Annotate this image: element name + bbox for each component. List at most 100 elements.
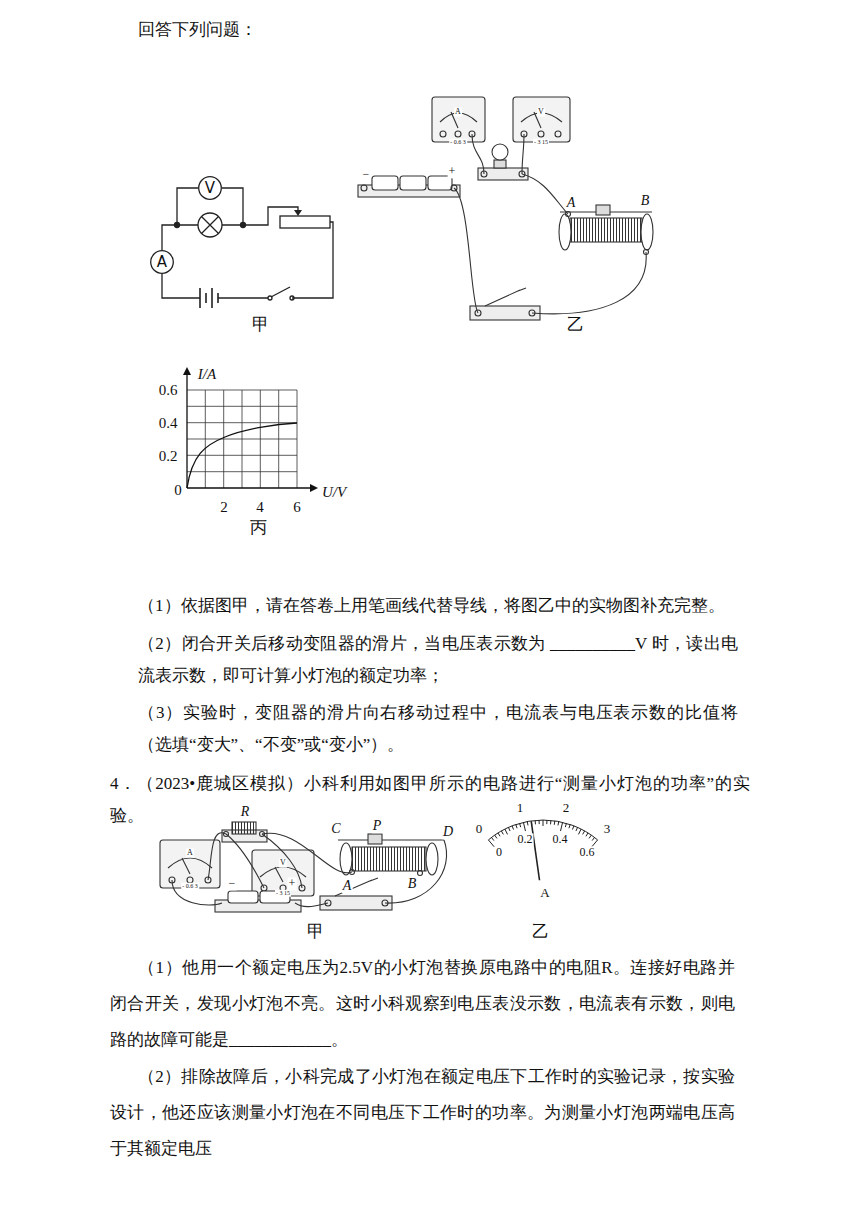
figure-label: - 3 15 xyxy=(533,139,549,146)
figure-label: 0 xyxy=(495,846,503,859)
apparatus-drawing xyxy=(385,840,447,903)
apparatus-drawing xyxy=(168,858,212,874)
scale-tick xyxy=(592,837,594,840)
scale-tick xyxy=(565,823,566,827)
scale-tick xyxy=(520,823,521,827)
circuit-diagram xyxy=(271,287,290,297)
figure-label: 0.2 xyxy=(517,833,534,846)
figure-label: - 0.6 3 xyxy=(449,139,467,146)
apparatus-drawing xyxy=(570,218,642,242)
figure-label: 4 xyxy=(255,499,265,516)
apparatus-drawing xyxy=(262,833,352,873)
scale-tick xyxy=(491,837,493,840)
scale-tick xyxy=(578,829,581,834)
apparatus-drawing xyxy=(160,822,447,912)
figure-label: 甲 xyxy=(306,923,325,942)
meter-pointer xyxy=(531,822,539,880)
apparatus-drawing xyxy=(361,185,367,191)
current-voltage-graph xyxy=(187,423,297,488)
figure-label: A xyxy=(454,108,462,117)
apparatus-drawing xyxy=(522,174,568,214)
circuit-diagram xyxy=(202,217,219,234)
scale-tick xyxy=(527,821,529,825)
apparatus-drawing xyxy=(440,131,446,137)
figure-label: + xyxy=(288,877,297,890)
apparatus-drawing xyxy=(472,134,484,174)
meter-outline xyxy=(151,251,174,274)
scale-tick xyxy=(572,826,573,830)
figure-label: 3 xyxy=(603,822,612,836)
scale-tick xyxy=(498,833,500,836)
scale-tick xyxy=(561,822,563,831)
current-voltage-graph xyxy=(183,367,191,375)
apparatus-drawing xyxy=(478,168,528,180)
figure-label: 2 xyxy=(562,801,571,815)
apparatus-drawing xyxy=(352,847,426,871)
scale-tick xyxy=(550,820,551,824)
scale-tick xyxy=(586,833,588,836)
apparatus-drawing xyxy=(492,144,508,160)
scale-tick xyxy=(583,831,585,834)
apparatus-drawing xyxy=(335,878,378,896)
scale-tick xyxy=(546,820,547,824)
question-text: 4．（2023•鹿城区模拟）小科利用如图甲所示的电路进行“测量小灯泡的功率”的实… xyxy=(110,768,750,832)
meter-scale xyxy=(488,820,597,880)
figure-label: B xyxy=(407,876,418,891)
figure-label: D xyxy=(442,824,454,839)
figure-label: 0 xyxy=(173,482,183,499)
circuit-diagram xyxy=(175,223,180,228)
scale-tick xyxy=(554,821,556,825)
figure-label: − xyxy=(362,168,371,181)
scale-tick xyxy=(539,820,540,824)
circuit-diagram xyxy=(241,223,246,228)
apparatus-drawing xyxy=(418,871,423,876)
scale-tick xyxy=(512,826,513,830)
apparatus-drawing xyxy=(538,131,544,137)
figure-label: 6 xyxy=(292,499,302,516)
meter-circle: A xyxy=(150,250,174,274)
scale-tick xyxy=(501,831,503,834)
apparatus-drawing xyxy=(494,160,506,168)
apparatus-drawing xyxy=(320,896,392,910)
figure-label: 0.2 xyxy=(158,448,179,465)
figure-label: - 0.6 3 xyxy=(181,883,199,890)
circuit-diagram xyxy=(290,296,294,300)
apparatus-drawing xyxy=(208,833,226,880)
apparatus-drawing xyxy=(160,840,220,888)
circuit-diagram xyxy=(280,216,330,228)
apparatus-drawing xyxy=(228,891,258,903)
apparatus-drawing xyxy=(338,839,444,840)
figure-label: 0.4 xyxy=(158,415,179,432)
question-text: （1）依据图甲，请在答卷上用笔画线代替导线，将图乙中的实物图补充完整。 xyxy=(138,590,738,622)
apparatus-drawing xyxy=(555,131,561,137)
current-voltage-graph xyxy=(310,484,318,492)
scale-tick xyxy=(543,820,544,826)
apparatus-drawing xyxy=(455,131,461,137)
apparatus-drawing xyxy=(454,188,478,313)
scale-tick xyxy=(505,829,508,834)
circuit-diagram xyxy=(292,222,333,298)
figure-label: 0.4 xyxy=(552,833,569,846)
apparatus-drawing xyxy=(426,843,438,875)
figure-label: C xyxy=(330,821,341,836)
meter-circle: V xyxy=(198,176,222,200)
question-text: （1）他用一个额定电压为2.5V的小灯泡替换原电路中的电阻R。连接好电路并闭合开… xyxy=(110,950,735,1058)
figure-label: 1 xyxy=(516,801,525,815)
apparatus-drawing xyxy=(252,850,314,896)
question-text: （2）排除故障后，小科完成了小灯泡在额定电压下工作时的实验记录，按实验设计，他还… xyxy=(110,1059,735,1167)
current-voltage-graph xyxy=(183,367,318,492)
circuit-diagram xyxy=(294,210,302,216)
figure-label: - 3 15 xyxy=(275,890,291,897)
circuit-diagram xyxy=(218,297,268,298)
apparatus-drawing xyxy=(513,97,570,142)
apparatus-drawing xyxy=(295,903,328,907)
apparatus-drawing xyxy=(172,880,222,905)
figure-label: A xyxy=(342,878,353,893)
apparatus-drawing xyxy=(485,288,526,306)
figure-label: 丙 xyxy=(249,519,268,538)
scale-tick xyxy=(589,835,591,838)
figure-label: − xyxy=(228,877,237,890)
scale-tick xyxy=(488,840,494,847)
figure-label: P xyxy=(372,818,383,833)
